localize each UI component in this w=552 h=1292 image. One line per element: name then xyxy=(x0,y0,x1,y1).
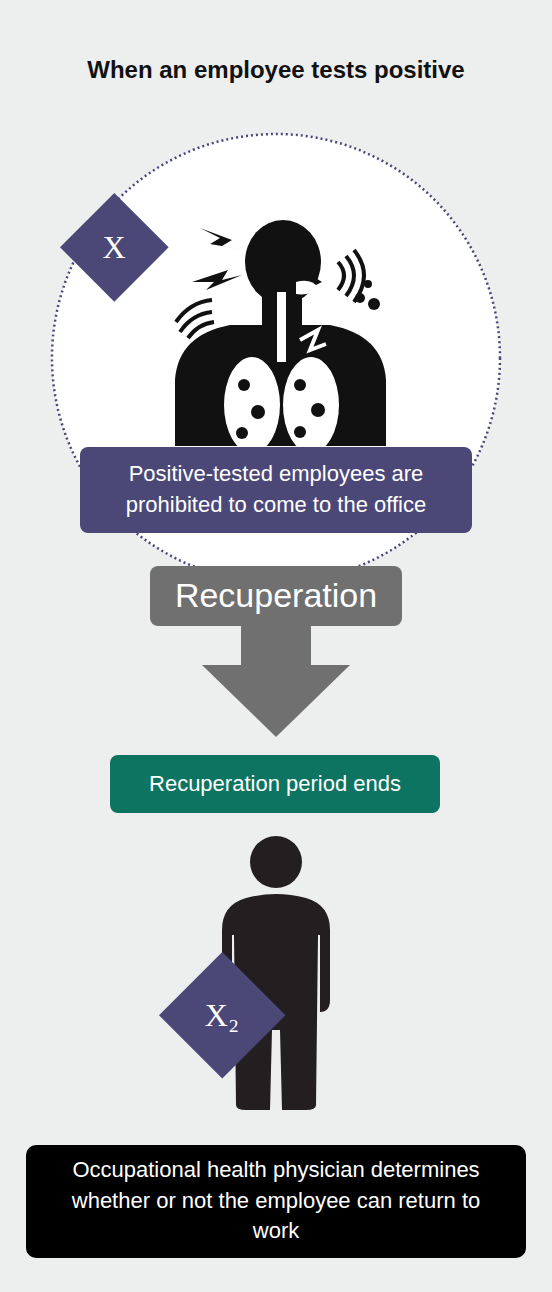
box-text: Recuperation xyxy=(175,572,377,620)
callout-label: X₂ xyxy=(205,993,239,1038)
flow-arrow xyxy=(202,624,350,737)
title: When an employee tests positive xyxy=(0,56,552,84)
process-box: Positive-tested employees are prohibited… xyxy=(80,447,472,533)
box-text: Positive-tested employees are prohibited… xyxy=(100,459,452,521)
decision-diamond: X xyxy=(60,193,169,302)
box-text: Occupational health physician determines… xyxy=(52,1155,500,1247)
callout-label: X xyxy=(102,225,125,270)
dotted-circle xyxy=(52,134,500,582)
stage-box: Recuperation xyxy=(150,566,402,626)
decision-box: Occupational health physician determines… xyxy=(26,1145,526,1258)
infected-person xyxy=(175,220,386,453)
box-text: Recuperation period ends xyxy=(149,769,401,800)
result-box: Recuperation period ends xyxy=(110,755,440,813)
decision-diamond: X₂ xyxy=(159,952,286,1079)
